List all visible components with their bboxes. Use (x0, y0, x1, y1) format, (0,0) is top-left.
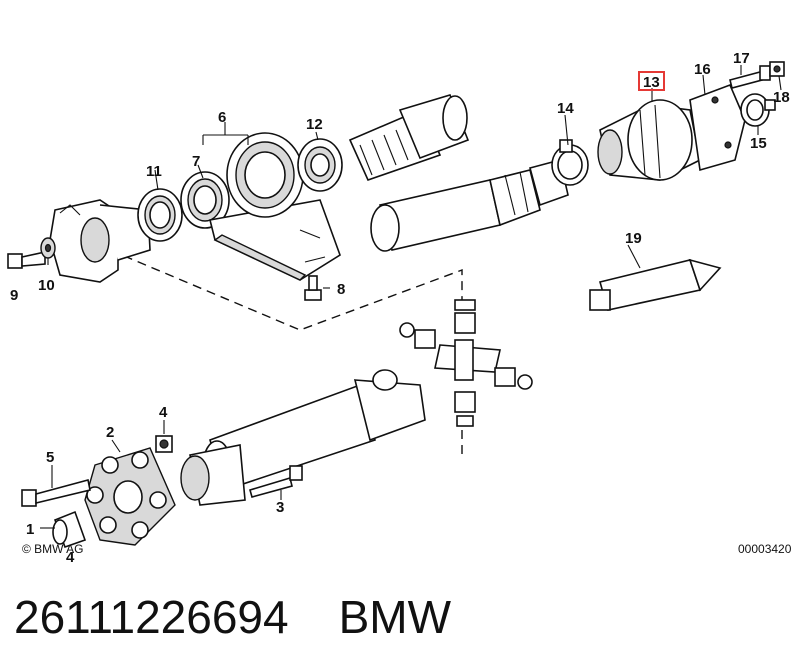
bolt-9 (7, 251, 46, 269)
callout-14: 14 (557, 100, 574, 117)
callout-8: 8 (337, 281, 345, 298)
clamp-15 (740, 93, 776, 127)
lower-drive-shaft (180, 369, 426, 506)
bolt-3 (249, 465, 303, 498)
exploded-parts-diagram: 1 2 3 4 4 5 6 7 8 9 10 11 12 13 14 15 16… (7, 50, 792, 566)
callout-13-highlight: 13 (638, 71, 665, 91)
callout-18: 18 (773, 89, 790, 106)
copyright-text: © BMW AG (22, 542, 84, 556)
seal-ring-11 (137, 188, 183, 242)
flange-16 (689, 83, 746, 172)
grease-tube-19 (589, 258, 722, 311)
callout-1: 1 (26, 521, 34, 538)
callout-6: 6 (218, 109, 226, 126)
callout-7: 7 (192, 153, 200, 170)
bolt-17 (729, 65, 771, 89)
flex-disc-2 (84, 447, 176, 546)
universal-joint (399, 299, 533, 427)
dust-shield-12 (297, 138, 343, 192)
callout-3: 3 (276, 499, 284, 516)
drive-tube (370, 159, 569, 252)
callout-16: 16 (694, 61, 711, 78)
brand-name: BMW (338, 591, 452, 643)
callout-17: 17 (733, 50, 750, 67)
callout-19: 19 (625, 230, 642, 247)
callout-4: 4 (159, 404, 168, 421)
callout-11: 11 (146, 163, 162, 180)
washer-10 (40, 237, 56, 259)
callout-15: 15 (750, 135, 767, 152)
bolt-8 (304, 275, 322, 301)
nut-18 (769, 61, 785, 77)
center-bearing-6 (209, 132, 341, 281)
callout-13: 13 (643, 74, 660, 91)
callout-9: 9 (10, 287, 18, 304)
callout-2: 2 (106, 424, 114, 441)
footer: 26111226694 BMW (14, 582, 451, 652)
nut-4 (155, 435, 173, 453)
callout-4b: 4 (66, 549, 75, 566)
leader-lines (40, 65, 782, 529)
clamp-14 (551, 139, 589, 186)
yoke-flange (49, 199, 151, 283)
sleeve-1 (52, 510, 87, 549)
part-number: 26111226694 (14, 591, 289, 643)
callout-13-box (638, 71, 665, 91)
bolt-5 (21, 479, 91, 507)
callouts: 1 2 3 4 4 5 6 7 8 9 10 11 12 13 14 15 16… (10, 50, 790, 566)
callout-5: 5 (46, 449, 54, 466)
callout-10: 10 (38, 277, 55, 294)
bearing-7 (180, 171, 230, 229)
splined-shaft (348, 94, 470, 181)
image-code: 00003420 (738, 542, 792, 556)
assembly-guide-line (109, 249, 463, 460)
callout-12: 12 (306, 116, 323, 133)
cv-joint-13 (597, 99, 701, 181)
